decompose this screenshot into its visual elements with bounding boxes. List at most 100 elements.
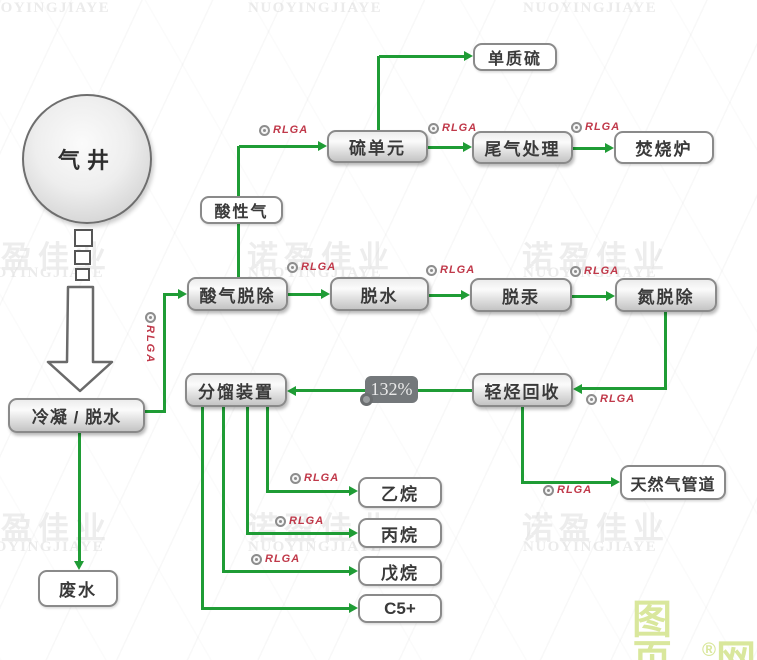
fractionation-label: 分馏装置 xyxy=(198,382,274,402)
node-sulfur-unit: 硫单元 xyxy=(327,130,428,163)
rlga-mark: RLGA xyxy=(586,393,635,405)
node-elemental-sulfur: 单质硫 xyxy=(473,43,557,71)
node-fractionation: 分馏装置 xyxy=(185,373,287,407)
stamp-registered-icon xyxy=(360,393,373,406)
nitrogen-removal-label: 氮脱除 xyxy=(637,287,695,307)
node-nitrogen-removal: 氮脱除 xyxy=(615,278,717,312)
rlga-mark: RLGA xyxy=(290,472,339,484)
pipe-segment-icon xyxy=(74,250,91,265)
propane-label: 丙烷 xyxy=(381,525,419,545)
rlga-label: RLGA xyxy=(144,325,156,365)
watermark-latin: NUOYINGJIAYE xyxy=(0,539,105,555)
pipe-segment-icon xyxy=(74,229,93,247)
rlga-label: RLGA xyxy=(273,124,309,136)
edge-fractionation-to-c5plus-v xyxy=(201,407,204,610)
edge-sulfurunit-to-elementalsulfur-v xyxy=(377,56,380,130)
arrowhead-into-sulfurunit xyxy=(318,141,327,151)
node-tail-gas-treatment: 尾气处理 xyxy=(472,131,573,164)
ethane-label: 乙烷 xyxy=(381,485,419,504)
site-logo-text-right: 网 xyxy=(716,638,757,660)
rlga-mark: RLGA xyxy=(287,261,336,273)
rlga-label: RLGA xyxy=(600,393,636,405)
acid-gas-label: 酸性气 xyxy=(214,204,269,221)
node-ngl-recovery: 轻烃回收 xyxy=(472,373,573,407)
sulfur-unit-label: 硫单元 xyxy=(349,139,406,158)
registered-icon xyxy=(543,484,554,496)
arrowhead-into-pentane xyxy=(349,566,358,576)
stamp-132-percent: 132% xyxy=(365,376,418,403)
arrowhead-into-elementalsulfur xyxy=(464,51,473,61)
rlga-label: RLGA xyxy=(585,121,621,133)
edge-fractionation-to-propane-h xyxy=(248,532,350,535)
edge-sulfurunit-to-elementalsulfur-h xyxy=(379,55,465,58)
edge-fractionation-to-pentane-v xyxy=(222,407,225,573)
node-c5-plus: C5+ xyxy=(358,594,442,623)
watermark-latin: NUOYINGJIAYE xyxy=(523,0,658,16)
c5-plus-label: C5+ xyxy=(384,598,416,618)
rlga-label: RLGA xyxy=(301,261,337,273)
arrowhead-into-c5plus xyxy=(349,603,358,613)
rlga-label: RLGA xyxy=(265,553,301,565)
dehydration-label: 脱水 xyxy=(360,286,399,306)
node-gas-well: 气井 xyxy=(22,94,152,224)
node-pentane: 戊烷 xyxy=(358,556,442,586)
edge-acidgasremoval-to-dehydration xyxy=(288,293,322,296)
edge-fractionation-to-propane-v xyxy=(246,407,249,535)
registered-icon xyxy=(428,122,439,134)
node-acid-gas-removal: 酸气脱除 xyxy=(187,277,288,311)
rlga-label: RLGA xyxy=(304,472,340,484)
registered-icon: ® xyxy=(702,640,716,660)
node-propane: 丙烷 xyxy=(358,518,442,548)
arrowhead-into-fractionation xyxy=(287,386,296,396)
watermark-cn: 诺盈佳业 xyxy=(522,240,670,275)
mercury-removal-label: 脱汞 xyxy=(502,287,540,307)
node-dehydration: 脱水 xyxy=(330,277,429,311)
registered-icon xyxy=(251,553,262,565)
arrowhead-into-ethane xyxy=(349,486,358,496)
arrowhead-into-ngl xyxy=(573,384,582,394)
arrowhead-into-propane xyxy=(349,528,358,538)
registered-icon xyxy=(571,121,582,133)
arrowhead-into-tailgas xyxy=(463,142,472,152)
pipe-segment-icon xyxy=(75,268,90,281)
rlga-mark: RLGA xyxy=(275,515,324,527)
watermark-latin: NUOYINGJIAYE xyxy=(523,265,658,281)
registered-icon xyxy=(259,124,270,136)
edge-cond-to-acidgasremoval-h1 xyxy=(145,410,166,413)
site-logo: 图页 ® 网 xyxy=(632,600,757,660)
arrowhead-into-nitrogen xyxy=(606,291,615,301)
arrowhead-into-pipeline xyxy=(611,477,620,487)
arrowhead-into-wastewater xyxy=(74,561,84,570)
edge-fractionation-to-ethane-h xyxy=(268,490,350,493)
rlga-mark-vertical: RLGA xyxy=(144,312,156,364)
node-natural-gas-pipeline: 天然气管道 xyxy=(620,465,726,500)
edge-cond-to-wastewater xyxy=(78,433,81,562)
registered-icon xyxy=(426,264,437,276)
rlga-mark: RLGA xyxy=(428,122,477,134)
site-logo-text-left: 图页 xyxy=(632,598,673,660)
rlga-mark: RLGA xyxy=(543,484,592,496)
arrowhead-into-mercury xyxy=(461,290,470,300)
watermark-latin: NUOYINGJIAYE xyxy=(0,0,111,16)
registered-icon xyxy=(290,472,301,484)
tail-gas-treatment-label: 尾气处理 xyxy=(484,140,561,159)
watermark-cn: 诺盈佳业 xyxy=(522,511,670,546)
registered-icon xyxy=(144,312,156,323)
node-ethane: 乙烷 xyxy=(358,477,442,508)
edge-fractionation-to-pentane-h xyxy=(224,570,350,573)
edge-cond-to-acidgasremoval-v xyxy=(163,293,166,413)
edge-fractionation-to-c5plus-h xyxy=(203,607,350,610)
edge-sulfurunit-to-tailgas xyxy=(428,146,464,149)
rlga-label: RLGA xyxy=(584,265,620,277)
watermark-latin: NUOYINGJIAYE xyxy=(523,539,658,555)
edge-nitrogen-to-ngl-h xyxy=(581,387,667,390)
condensation-dehydration-label: 冷凝 / 脱水 xyxy=(31,408,122,427)
node-waste-water: 废水 xyxy=(38,570,118,607)
watermark-cn: 诺盈佳业 xyxy=(247,240,395,275)
elemental-sulfur-label: 单质硫 xyxy=(487,51,542,68)
edge-cond-to-acidgasremoval-h2 xyxy=(165,293,179,296)
rlga-mark: RLGA xyxy=(571,121,620,133)
arrowhead-into-acidgasremoval xyxy=(178,289,187,299)
node-incinerator: 焚烧炉 xyxy=(614,131,714,164)
